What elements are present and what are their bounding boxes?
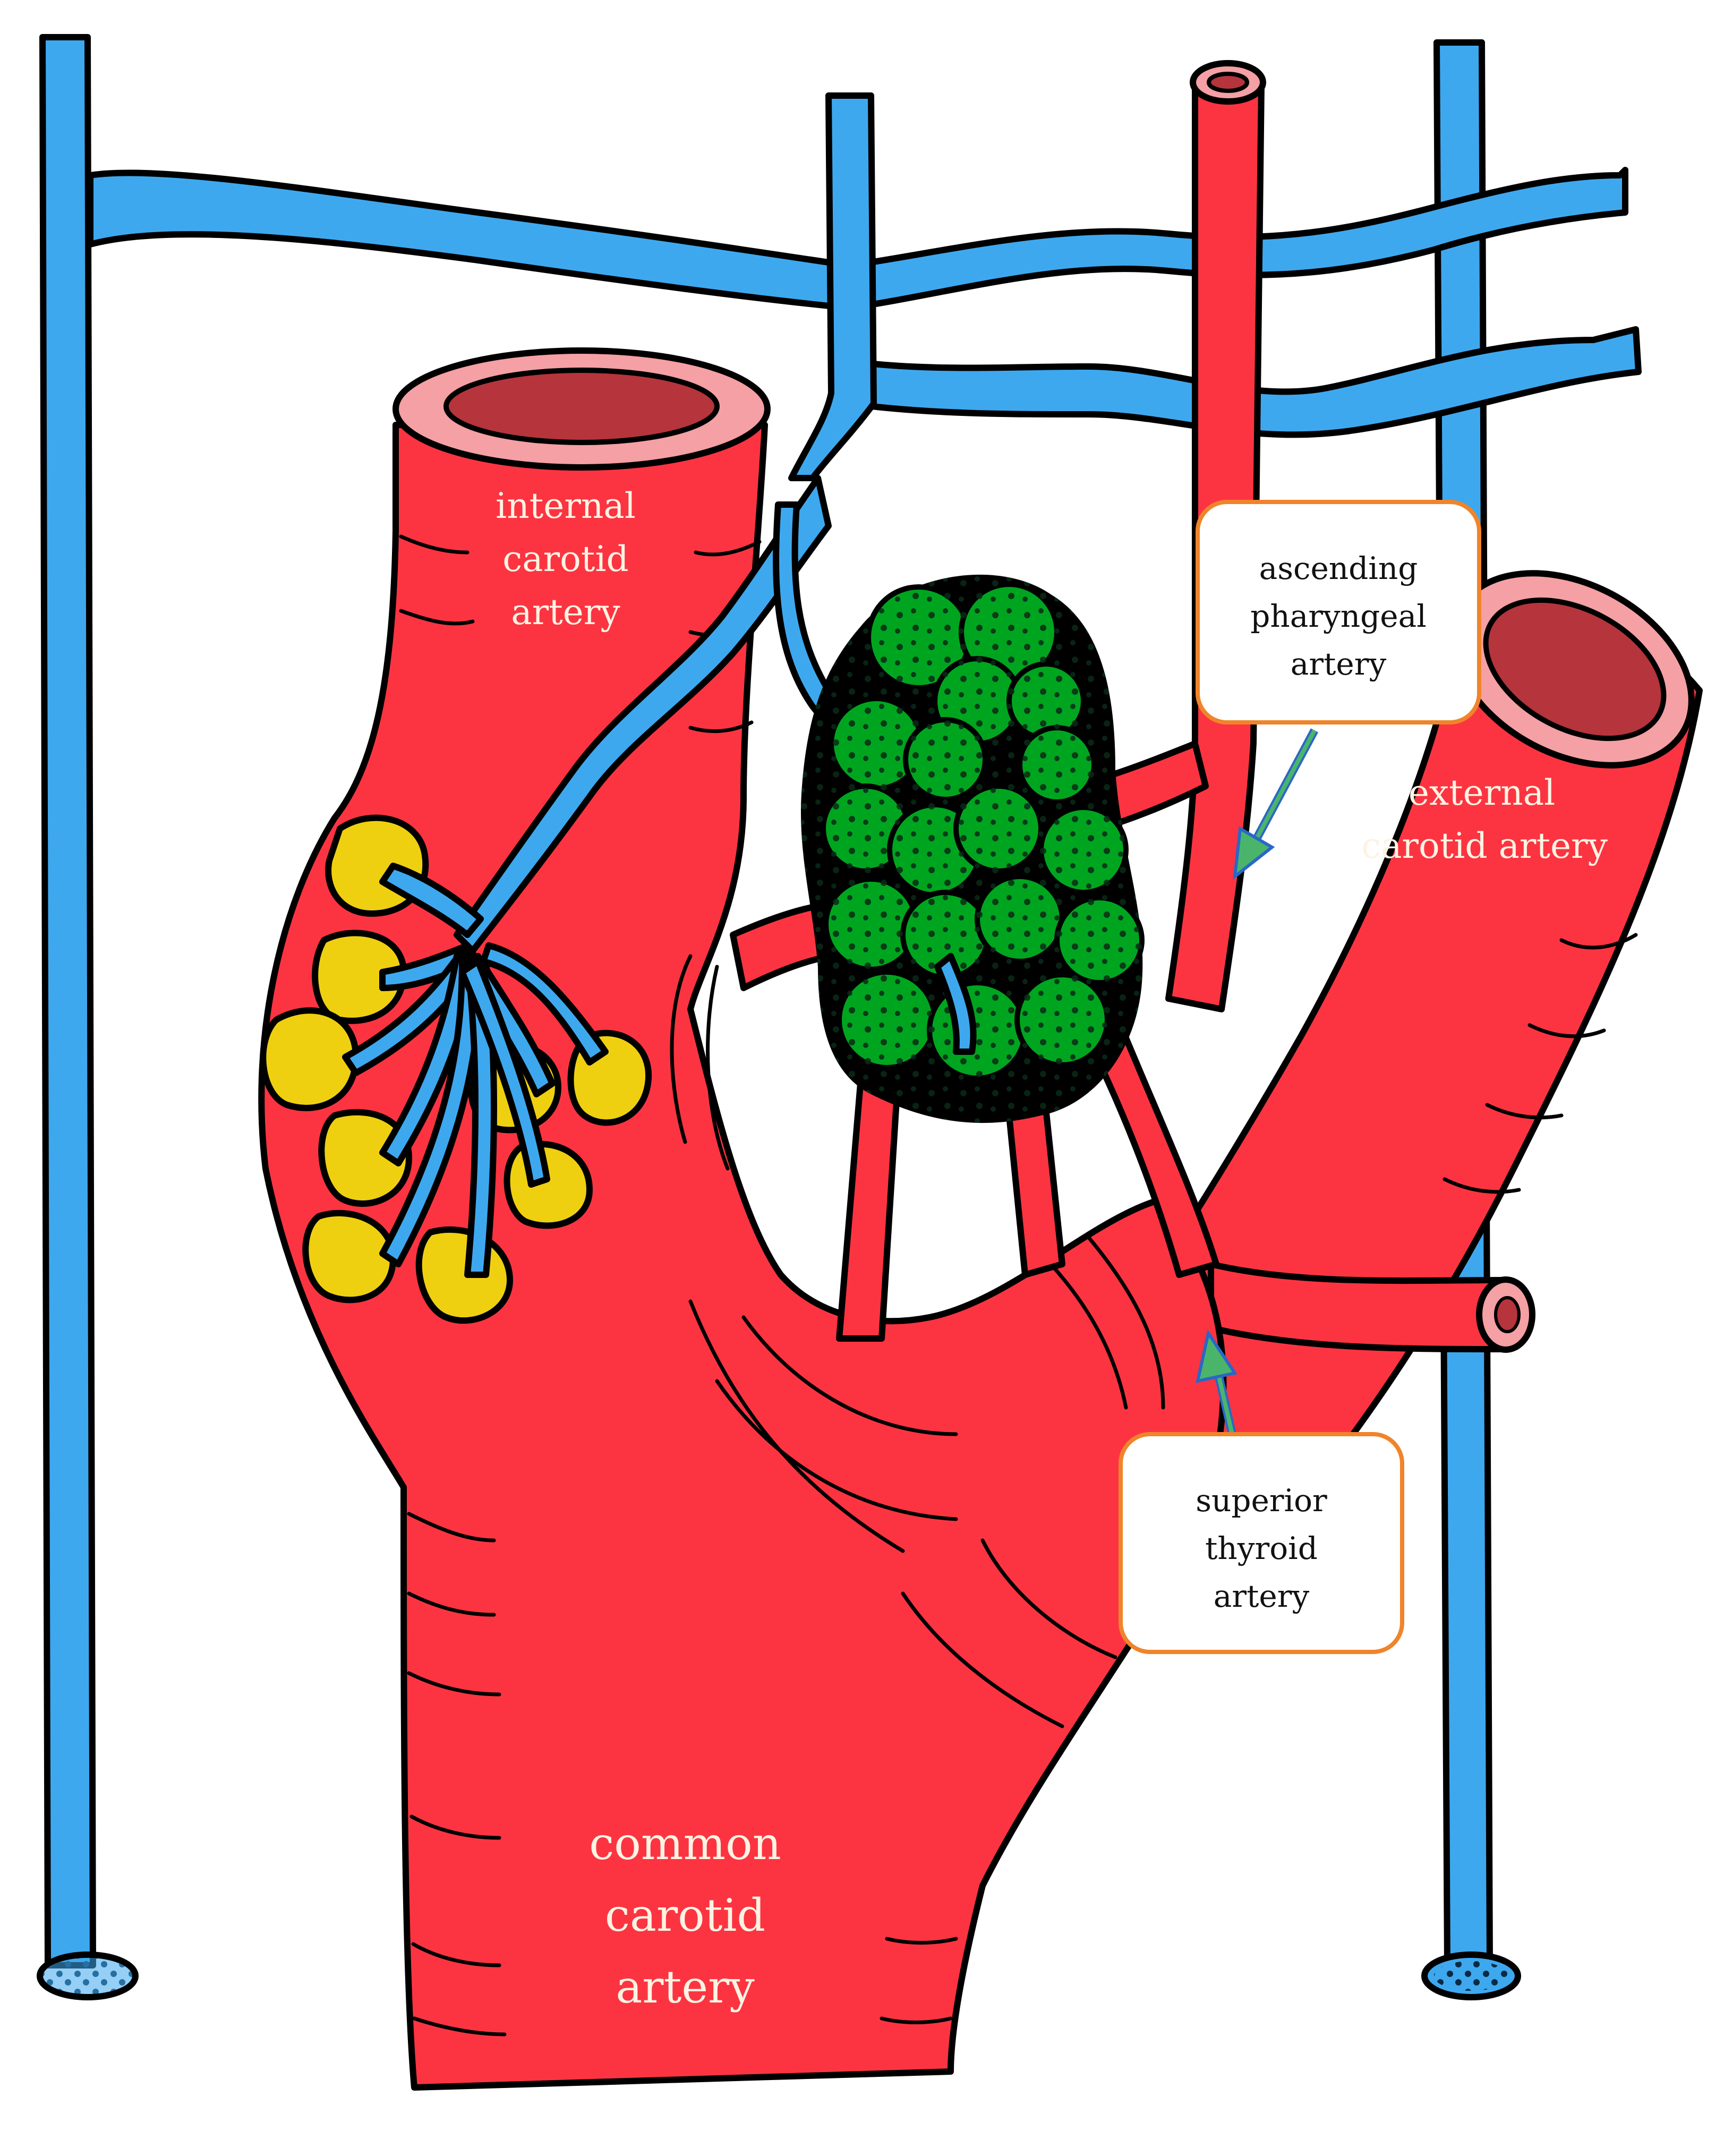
- internal-carotid-label-1: internal: [496, 485, 636, 526]
- ascending-pharyngeal-callout: ascending pharyngeal artery: [1196, 500, 1481, 725]
- ascending-pharyngeal-label-1: ascending: [1259, 550, 1418, 586]
- superior-thyroid-label-2: thyroid: [1205, 1530, 1318, 1566]
- ascending-pharyngeal-label-2: pharyngeal: [1250, 598, 1427, 634]
- external-carotid-label-1: external: [1409, 772, 1555, 813]
- superior-thyroid-label-3: artery: [1214, 1578, 1310, 1614]
- lower-horizontal-vein: [847, 326, 1642, 438]
- common-carotid-label-1: common: [589, 1818, 781, 1870]
- vessel-labels: internal carotid artery external carotid…: [496, 485, 1608, 2013]
- ascending-pharyngeal-label-3: artery: [1291, 646, 1387, 682]
- common-carotid-label-3: artery: [616, 1961, 755, 2013]
- internal-carotid-label-2: carotid: [502, 539, 628, 580]
- left-jugular-vein: [39, 34, 96, 1968]
- common-carotid-label-2: carotid: [605, 1889, 765, 1941]
- gland-cluster: [800, 574, 1145, 1123]
- center-vertical-vein: [788, 92, 877, 481]
- superior-thyroid-callout: superior thyroid artery: [1119, 1432, 1404, 1654]
- superior-thyroid-label-1: superior: [1196, 1482, 1327, 1519]
- internal-common-carotid-artery: [258, 347, 1227, 2091]
- internal-carotid-label-3: artery: [511, 592, 620, 633]
- external-carotid-label-2: carotid artery: [1361, 825, 1608, 866]
- superior-thyroid-branch: [1208, 1261, 1535, 1353]
- callout-arrows: [1196, 728, 1319, 1435]
